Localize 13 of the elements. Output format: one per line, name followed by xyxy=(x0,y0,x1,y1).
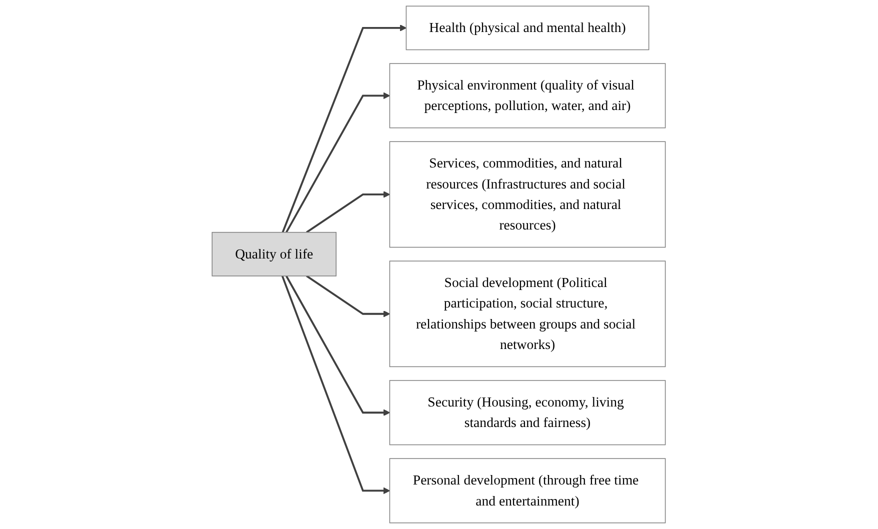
node-box: Health (physical and mental health) xyxy=(406,6,650,50)
node-box: Services, commodities, and natural resources (Infrastructures and social services, commodities, and natural resources) xyxy=(390,141,666,248)
arrow xyxy=(286,276,390,416)
node-box: Quality of life xyxy=(212,232,337,276)
arrow xyxy=(282,276,390,494)
node-box: Security (Housing, economy, living standards and fairness) xyxy=(390,380,666,446)
arrow xyxy=(306,191,390,234)
arrow xyxy=(306,275,390,318)
node-box: Social development (Political participation, social structure, relationships between groups and social networks) xyxy=(390,260,666,368)
arrow xyxy=(286,92,390,233)
node-box: Personal development (through free time and entertainment) xyxy=(390,458,666,524)
arrow xyxy=(282,24,407,233)
node-box: Physical environment (quality of visual perceptions, pollution, water, and air) xyxy=(390,63,666,128)
